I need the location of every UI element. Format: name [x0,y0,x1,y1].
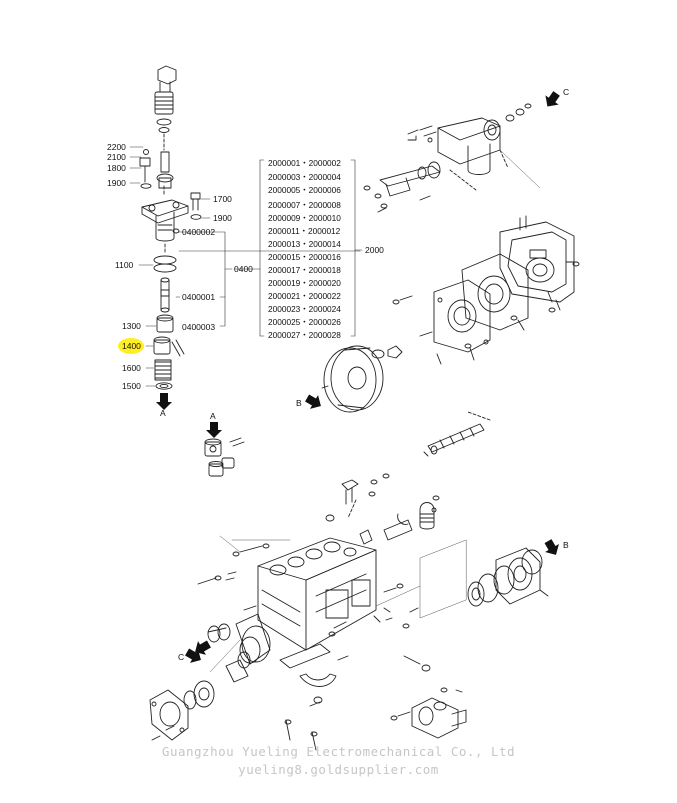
banjo-fitting [284,687,467,751]
code-list-item: 2000005・2000006 [268,185,341,195]
rack-parts [325,473,440,545]
end-cover [149,623,231,741]
callout-1700: 1700 [213,194,232,204]
code-list-item: 2000003・2000004 [268,172,341,182]
view-arrow-a-left [156,393,172,410]
arrow-label-a: A [160,408,166,418]
code-list-item: 2000011・2000012 [268,226,341,236]
injector-assembly [139,65,202,390]
callout-0400001: 0400001 [182,292,215,302]
governor-housing [363,91,560,213]
callout-1100: 1100 [115,260,134,270]
drive-gear [467,539,559,607]
arrow-label-b: B [296,398,302,408]
code-list-item: 2000017・2000018 [268,265,341,275]
callout-1300: 1300 [122,321,141,331]
callout-1900: 1900 [213,213,232,223]
callout-0400003: 0400003 [182,322,215,332]
callout-1600: 1600 [122,363,141,373]
code-list-item: 2000009・2000010 [268,213,341,223]
watermark-company: Guangzhou Yueling Electromechanical Co.,… [161,744,516,759]
highlight-1400 [118,338,144,354]
callout-1900: 1900 [107,178,126,188]
arrow-label-c: C [563,87,569,97]
detail-a-parts [204,422,245,477]
arrow-label-a: A [210,411,216,421]
control-rod [423,411,491,457]
intermediate-housing [392,253,529,365]
pump-body [197,535,467,707]
timing-gear [305,345,403,413]
callout-1400: 1400 [122,341,141,351]
view-arrow-c-bottom [195,640,211,655]
arrow-label-b: B [563,540,569,550]
callout-1800: 1800 [107,163,126,173]
code-list-item: 2000001・2000002 [268,158,341,168]
callout-0400: 0400 [234,264,253,274]
code-list-item: 2000023・2000024 [268,304,341,314]
callout-1500: 1500 [122,381,141,391]
arrow-label-c: C [178,652,184,662]
part-code-list: 2000001・2000002 2000003・2000004 2000005・… [268,158,341,340]
code-list-item: 2000025・2000026 [268,317,341,327]
callout-2200: 2200 [107,142,126,152]
code-list-item: 2000027・2000028 [268,330,341,340]
watermark-url: yueling8.goldsupplier.com [238,762,439,777]
code-list-item: 2000007・2000008 [268,200,341,210]
code-list-item: 2000021・2000022 [268,291,341,301]
code-list-item: 2000015・2000016 [268,252,341,262]
callout-2000: 2000 [365,245,384,255]
callout-0400002: 0400002 [182,227,215,237]
code-list-item: 2000013・2000014 [268,239,341,249]
code-list-item: 2000019・2000020 [268,278,341,288]
governor-cover [499,215,580,313]
callout-2100: 2100 [107,152,126,162]
